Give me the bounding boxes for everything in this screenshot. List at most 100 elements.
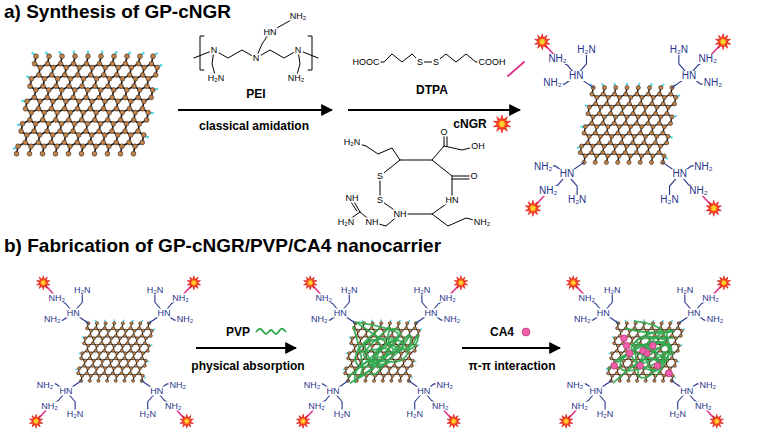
carbon-atom: [98, 329, 101, 332]
carbon-atom: [129, 327, 132, 330]
carbon-atom: [582, 131, 586, 135]
ca4-ball: [626, 350, 633, 357]
dtpa-structure: [366, 54, 492, 62]
carbon-atom: [351, 337, 354, 340]
carbon-atom: [93, 84, 98, 89]
carbon-atom: [657, 121, 661, 125]
carbon-atom: [130, 344, 133, 347]
carbon-atom: [110, 95, 115, 100]
carbon-atom: [390, 379, 393, 382]
carbon-atom: [136, 95, 141, 100]
carbon-atom: [405, 327, 408, 330]
carbon-atom: [98, 374, 101, 377]
hydrogen-atom: [82, 336, 84, 338]
carbon-atom: [606, 154, 610, 158]
star-burst: [715, 34, 730, 50]
carbon-atom: [89, 334, 92, 337]
carbon-atom: [613, 115, 617, 119]
carbon-atom: [646, 121, 650, 125]
cngr-star: [180, 414, 193, 428]
carbon-atom: [62, 73, 67, 78]
carbon-atom: [614, 86, 618, 90]
carbon-atom: [388, 322, 391, 325]
carbon-atom: [115, 133, 120, 138]
carbon-atom: [27, 151, 32, 156]
hydrogen-atom: [73, 51, 76, 54]
carbon-atom: [140, 357, 143, 360]
carbon-atom: [124, 329, 127, 332]
carbon-atom: [55, 144, 60, 149]
hydrogen-atom: [580, 126, 582, 128]
carbon-atom: [644, 105, 648, 109]
hydrogen-atom: [399, 320, 401, 322]
star-burst: [304, 276, 317, 290]
carbon-atom: [583, 125, 587, 129]
atom-label: N: [210, 46, 219, 55]
carbon-atom: [107, 144, 112, 149]
hydrogen-atom: [26, 76, 29, 79]
hydrogen-atom: [675, 115, 677, 117]
hydrogen-atom: [638, 83, 640, 85]
carbon-atom: [143, 364, 146, 367]
carbon-atom: [644, 379, 647, 382]
carbon-atom: [138, 54, 143, 59]
carbon-atom: [84, 129, 89, 134]
star-core: [563, 418, 570, 425]
carbon-atom: [37, 133, 42, 138]
carbon-atom: [653, 141, 657, 145]
carbon-atom: [23, 106, 28, 111]
carbon-atom: [119, 84, 124, 89]
carbon-atom: [101, 73, 106, 78]
carbon-atom: [602, 144, 606, 148]
carbon-atom: [127, 106, 132, 111]
carbon-atom: [71, 95, 76, 100]
carbon-atom: [71, 129, 76, 134]
carbon-atom: [597, 141, 601, 145]
carbon-atom: [679, 334, 682, 337]
carbon-atom: [653, 379, 656, 382]
carbon-atom: [101, 359, 104, 362]
star-core: [710, 204, 718, 212]
carbon-atom: [46, 88, 51, 93]
carbon-atom: [115, 329, 118, 332]
carbon-atom: [619, 352, 622, 355]
carbon-atom: [578, 151, 582, 155]
carbon-atom: [75, 73, 80, 78]
carbon-atom: [112, 54, 117, 59]
star-burst: [493, 115, 510, 133]
ca4-ball: [654, 362, 661, 369]
carbon-atom: [118, 151, 123, 156]
carbon-atom: [123, 61, 128, 66]
carbon-atom: [621, 364, 624, 367]
carbon-atom: [41, 84, 46, 89]
carbon-atom: [141, 133, 146, 138]
carbon-atom: [51, 65, 56, 70]
carbon-atom: [666, 105, 670, 109]
carbon-atom: [114, 106, 119, 111]
carbon-atom: [116, 65, 121, 70]
carbon-atom: [608, 112, 612, 116]
carbon-atom: [40, 118, 45, 123]
carbon-atom: [29, 144, 34, 149]
cngr-star: [559, 414, 572, 428]
carbon-atom: [142, 99, 147, 104]
carbon-atom: [95, 367, 98, 370]
carbon-atom: [579, 144, 583, 148]
carbon-atom: [117, 364, 120, 367]
carbon-atom: [116, 99, 121, 104]
carbon-atom: [29, 110, 34, 115]
carbon-atom: [594, 102, 598, 106]
carbon-atom: [354, 344, 357, 347]
carbon-atom: [36, 140, 41, 145]
carbon-atom: [606, 125, 610, 129]
cngr-star: [706, 200, 721, 216]
carbon-atom: [83, 364, 86, 367]
carbon-atom: [110, 129, 115, 134]
star-core: [33, 418, 40, 425]
carbon-atom: [107, 352, 110, 355]
carbon-atom: [133, 329, 136, 332]
carbon-atom: [413, 327, 416, 330]
carbon-atom: [601, 92, 605, 96]
cngr-star: [296, 414, 309, 428]
hydrogen-atom: [671, 136, 673, 138]
